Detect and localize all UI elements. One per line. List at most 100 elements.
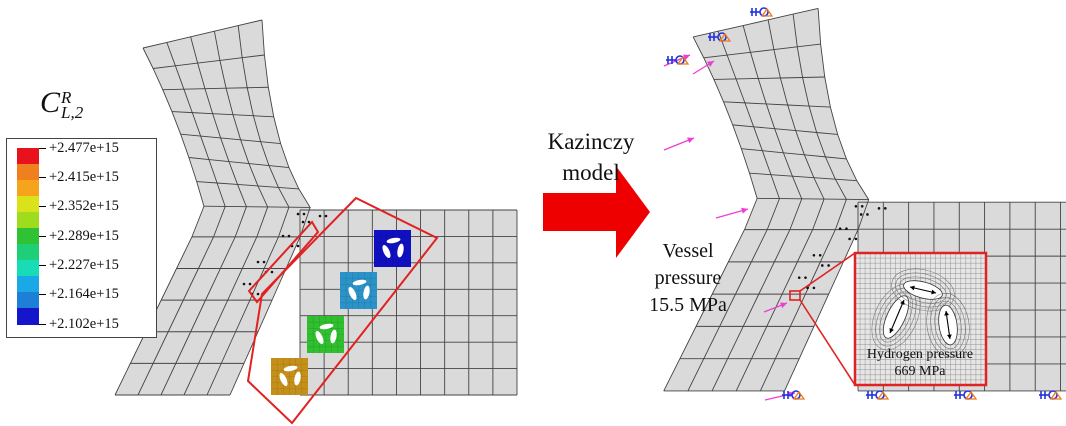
bc-support: [1049, 390, 1063, 400]
legend-symbol-sup: R: [61, 88, 72, 108]
boundary-condition-icon: [708, 32, 732, 42]
zoom-line: [799, 252, 856, 292]
void-ellipse: [363, 285, 370, 300]
unit-cell: [340, 272, 377, 309]
mesh-dot: [859, 213, 863, 216]
mesh-dot: [248, 282, 252, 286]
mesh-dot: [845, 227, 848, 231]
kazinczy-line2: model: [562, 160, 620, 185]
vessel-line1: Vessel: [662, 240, 714, 262]
mesh-dot: [270, 270, 274, 274]
legend-tick: [39, 176, 46, 178]
legend-label: +2.289e+15: [49, 227, 119, 244]
bc-support: [964, 390, 978, 400]
highlight-thin-box: [247, 220, 320, 304]
legend-swatch: [17, 148, 39, 165]
hydrogen-arrow: [909, 286, 937, 294]
highlight-band: [246, 196, 439, 425]
load-arrowhead: [687, 137, 694, 144]
legend-entry: +2.227e+15: [39, 256, 119, 274]
legend-swatch: [17, 308, 39, 325]
mesh-dot: [827, 264, 830, 267]
hydrogen-line1: Hydrogen pressure: [866, 347, 974, 362]
void-refinement: [891, 268, 955, 312]
mesh-line: [703, 43, 821, 59]
mesh-line: [757, 197, 869, 201]
load-arrowhead: [707, 61, 714, 67]
legend-symbol-sub: L,2: [61, 103, 84, 123]
void-ellipse: [330, 329, 337, 344]
legend-swatch: [17, 228, 39, 245]
hydrogen-line2: 669 MPa: [894, 364, 946, 379]
kazinczy-label: Kazinczy model: [536, 126, 646, 188]
mesh-line: [153, 54, 265, 69]
legend-tick: [39, 323, 46, 325]
mesh-dot: [797, 276, 801, 279]
mesh-line: [203, 205, 311, 208]
mesh-dot: [860, 204, 864, 208]
mesh-dot: [256, 260, 260, 264]
legend-swatch: [17, 292, 39, 309]
mesh-dot: [256, 292, 260, 296]
mesh-dot: [818, 253, 822, 257]
void-ellipse: [882, 295, 910, 339]
void-refinement: [926, 292, 970, 358]
legend-entry: +2.102e+15: [39, 315, 119, 333]
zoom-marker: [789, 290, 801, 301]
mesh-line: [188, 157, 290, 169]
zoom-line: [799, 299, 856, 386]
bc-support: [792, 390, 806, 400]
mesh-dot: [866, 213, 869, 216]
boundary-condition-icon: [750, 7, 774, 17]
hydrogen-pressure-label: Hydrogen pressure 669 MPa: [855, 346, 985, 380]
void-ellipse: [294, 371, 301, 386]
mesh-dot: [854, 237, 858, 241]
legend-swatch: [17, 196, 39, 213]
bc-support: [718, 32, 732, 42]
unit-cell: [374, 230, 411, 267]
mesh-line: [196, 181, 299, 190]
mesh-dot: [287, 234, 291, 238]
vessel-pressure-label: Vessel pressure 15.5 MPa: [638, 238, 738, 319]
mesh-line: [183, 31, 269, 396]
kazinczy-arrow: [543, 166, 650, 258]
legend-tick: [39, 235, 46, 237]
legend-entry: +2.164e+15: [39, 286, 119, 304]
mesh-dot: [812, 286, 816, 290]
vessel-line2: pressure: [654, 267, 722, 289]
void-refinement: [934, 300, 962, 350]
mesh-dot: [884, 207, 887, 210]
mesh-line: [663, 36, 758, 392]
mesh-dot: [302, 212, 306, 216]
boundary-condition-icon: [954, 390, 978, 400]
mesh-line: [735, 19, 825, 392]
void-ellipse: [348, 287, 357, 300]
legend-swatch: [17, 244, 39, 261]
bc-support: [676, 55, 690, 65]
mesh-line: [759, 14, 847, 392]
legend-label: +2.227e+15: [49, 256, 119, 273]
void-ellipse: [283, 365, 298, 372]
mesh-dot: [806, 286, 809, 290]
left-overlays: [246, 196, 439, 425]
boundary-condition-icon: [1039, 390, 1063, 400]
void-refinement: [879, 291, 913, 343]
mesh-line: [687, 31, 780, 392]
mesh-dot: [877, 207, 881, 210]
mesh-dot: [804, 276, 807, 279]
mesh-dot: [324, 214, 328, 218]
mesh-line: [693, 7, 819, 38]
void-ellipse: [382, 245, 391, 258]
mesh-dot: [812, 253, 816, 257]
load-arrowhead: [683, 54, 690, 61]
legend-swatch: [17, 212, 39, 229]
mesh-line: [713, 76, 825, 80]
legend-swatch: [17, 260, 39, 277]
unit-cell: [307, 316, 344, 353]
void-ellipse: [315, 331, 324, 344]
mesh-line: [732, 124, 838, 135]
mesh-line: [723, 101, 831, 108]
boundary-condition-icon: [782, 390, 806, 400]
mesh-dot: [296, 212, 300, 216]
